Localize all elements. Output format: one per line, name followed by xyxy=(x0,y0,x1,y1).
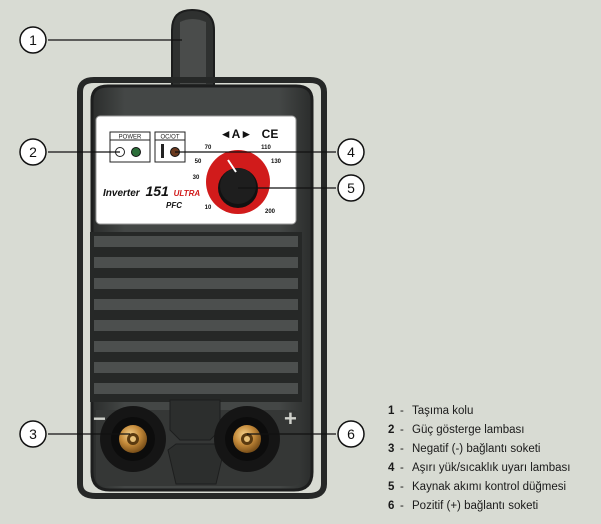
ampere-symbol: ◄A► xyxy=(220,127,252,141)
legend-text: Pozitif (+) bağlantı soketi xyxy=(412,500,539,512)
legend-text: Aşırı yük/sıcaklık uyarı lambası xyxy=(412,462,571,474)
callout-3: 3 xyxy=(19,420,47,448)
legend-item-4: 4-Aşırı yük/sıcaklık uyarı lambası xyxy=(388,462,571,474)
scale-label-200: 200 xyxy=(265,209,276,215)
vent-slat xyxy=(94,257,298,268)
power-label: POWER xyxy=(119,135,142,141)
svg-text:Inverter 151 ULTRA: Inverter 151 ULTRA xyxy=(103,183,200,199)
model-name: Inverter 151 ULTRA PFC xyxy=(103,183,200,210)
negative-socket[interactable] xyxy=(100,406,166,472)
ventilation-grille xyxy=(90,232,302,402)
scale-label-30: 30 xyxy=(193,175,200,181)
scale-label-50: 50 xyxy=(195,159,202,165)
current-control-knob[interactable] xyxy=(206,150,270,214)
vent-slat xyxy=(94,341,298,352)
callout-lines xyxy=(48,39,336,435)
callout-1: 1 xyxy=(19,26,47,54)
model-name-text: Inverter xyxy=(103,188,141,199)
legend-text: Kaynak akımı kontrol düğmesi xyxy=(412,481,567,493)
scale-label-70: 70 xyxy=(205,145,212,151)
svg-text:5: 5 xyxy=(347,180,355,196)
svg-text:1: 1 xyxy=(29,32,37,48)
vent-slat xyxy=(94,278,298,289)
scale-label-130: 130 xyxy=(271,159,282,165)
vent-slat xyxy=(94,299,298,310)
plus-sign: + xyxy=(284,406,297,431)
vent-slat xyxy=(94,236,298,247)
model-pfc: PFC xyxy=(166,201,182,210)
model-number: 151 xyxy=(145,183,169,199)
legend-item-1: 1-Taşıma kolu xyxy=(388,405,474,417)
ce-mark: CE xyxy=(262,127,279,141)
carry-handle[interactable] xyxy=(171,8,215,89)
positive-socket[interactable] xyxy=(214,406,280,472)
vent-slat xyxy=(94,383,298,394)
legend-item-5: 5-Kaynak akımı kontrol düğmesi xyxy=(388,481,567,493)
svg-text:4: 4 xyxy=(347,144,355,160)
callout-4: 4 xyxy=(337,138,365,166)
svg-text:6: 6 xyxy=(347,426,355,442)
legend-item-3: 3-Negatif (-) bağlantı soketi xyxy=(388,443,541,455)
vent-slat xyxy=(94,320,298,331)
ocot-label: OC/OT xyxy=(161,135,180,141)
thermometer-icon xyxy=(161,144,164,158)
minus-sign: − xyxy=(93,406,106,431)
legend: 1-Taşıma kolu 2-Güç gösterge lambası 3-N… xyxy=(388,402,600,516)
power-lamp xyxy=(131,147,141,157)
legend-text: Taşıma kolu xyxy=(412,405,474,417)
legend-text: Güç gösterge lambası xyxy=(412,424,525,436)
scale-label-10: 10 xyxy=(205,205,212,211)
vent-slat xyxy=(94,362,298,373)
callout-6: 6 xyxy=(337,420,365,448)
model-variant: ULTRA xyxy=(174,189,201,198)
legend-item-6: 6-Pozitif (+) bağlantı soketi xyxy=(388,500,539,512)
callout-2: 2 xyxy=(19,138,47,166)
legend-item-2: 2-Güç gösterge lambası xyxy=(388,424,525,436)
scale-label-110: 110 xyxy=(261,145,271,151)
svg-text:3: 3 xyxy=(29,426,37,442)
callout-5: 5 xyxy=(337,174,365,202)
legend-text: Negatif (-) bağlantı soketi xyxy=(412,443,541,455)
svg-text:2: 2 xyxy=(29,144,37,160)
